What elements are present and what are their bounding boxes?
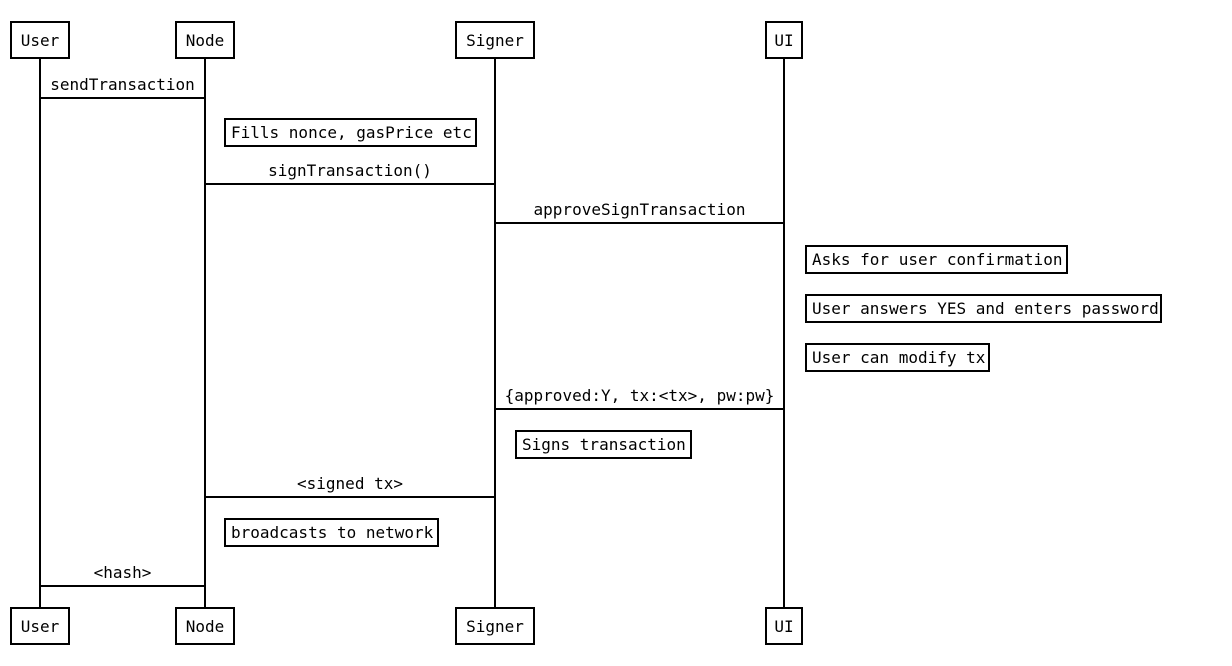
message-label-signtransaction: signTransaction() xyxy=(268,161,432,180)
note-signs-transaction: Signs transaction xyxy=(515,430,692,459)
message-line-hash xyxy=(40,585,205,587)
lifeline-signer xyxy=(494,59,496,607)
note-user-answers-yes: User answers YES and enters password xyxy=(805,294,1162,323)
note-fills-nonce-gasprice: Fills nonce, gasPrice etc xyxy=(224,118,477,147)
message-line-approvesigntransaction xyxy=(495,222,784,224)
note-broadcasts-to-network: broadcasts to network xyxy=(224,518,439,547)
note-user-can-modify-tx: User can modify tx xyxy=(805,343,990,372)
actor-ui-top: UI xyxy=(765,21,803,59)
actor-user-top: User xyxy=(10,21,70,59)
actor-ui-bottom: UI xyxy=(765,607,803,645)
message-label-approved-response: {approved:Y, tx:<tx>, pw:pw} xyxy=(504,386,775,405)
message-label-signed-tx: <signed tx> xyxy=(297,474,403,493)
message-line-approved-response xyxy=(495,408,784,410)
message-label-approvesigntransaction: approveSignTransaction xyxy=(533,200,746,219)
message-line-signed-tx xyxy=(205,496,495,498)
message-line-signtransaction xyxy=(205,183,495,185)
message-label-hash: <hash> xyxy=(93,563,152,582)
message-label-sendtransaction: sendTransaction xyxy=(50,75,195,94)
actor-signer-top: Signer xyxy=(455,21,535,59)
lifeline-node xyxy=(204,59,206,607)
message-line-sendtransaction xyxy=(40,97,205,99)
actor-signer-bottom: Signer xyxy=(455,607,535,645)
lifeline-user xyxy=(39,59,41,607)
actor-node-bottom: Node xyxy=(175,607,235,645)
lifeline-ui xyxy=(783,59,785,607)
note-asks-user-confirmation: Asks for user confirmation xyxy=(805,245,1068,274)
actor-node-top: Node xyxy=(175,21,235,59)
actor-user-bottom: User xyxy=(10,607,70,645)
